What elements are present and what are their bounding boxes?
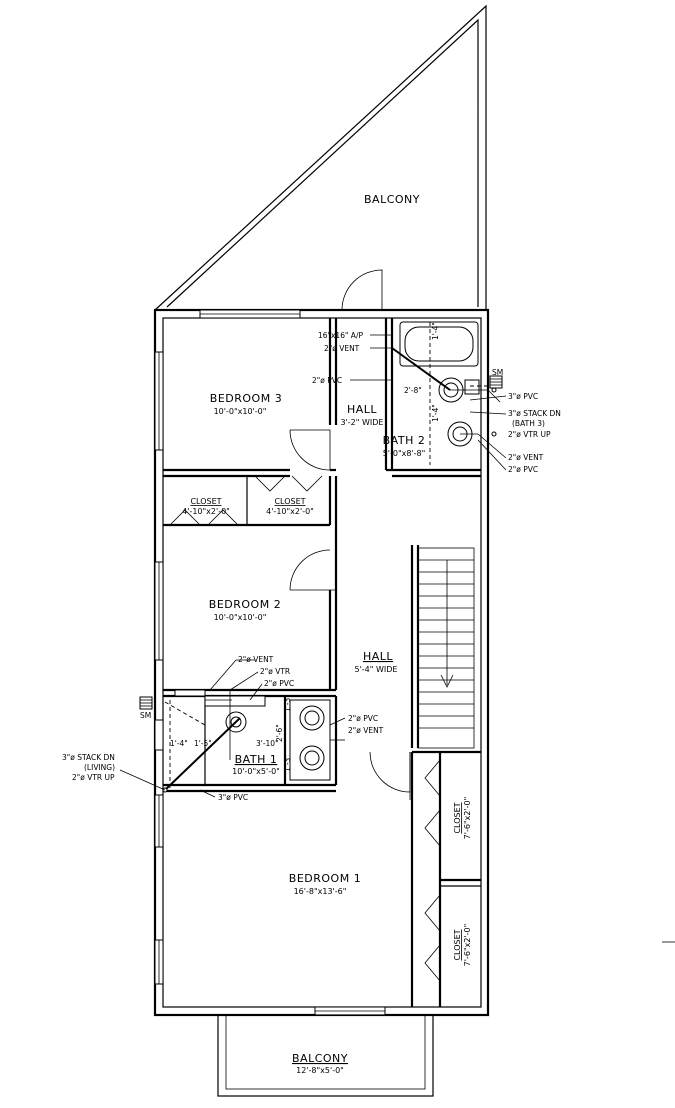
closet-d-label: CLOSET: [453, 929, 462, 960]
note-stack-bath3-2: (BATH 3): [512, 419, 545, 428]
bath2-plumbing: [391, 330, 501, 470]
bath2-size: 5'-0"x8'-8": [383, 449, 426, 458]
note-vent-b1: 2"ø VENT: [238, 655, 274, 664]
note-pvc3-b1: 3"ø PVC: [218, 793, 248, 802]
balcony-bottom-outline: [217, 1014, 434, 1097]
note-vtr-b1: 2"ø VTR: [260, 667, 290, 676]
dim-bath2-b: 1'-4": [431, 322, 440, 340]
balcony-top-outline: [154, 4, 487, 311]
hall-upper-size: 3'-2" WIDE: [341, 418, 384, 427]
dim-bath1-f: 1'-3": [283, 754, 292, 772]
bedroom2-label: BEDROOM 2: [209, 598, 281, 611]
stairs: [417, 547, 475, 749]
closet-d-size: 7'-6"x2'-0": [463, 924, 472, 967]
note-stack-bath3-3: 2"ø VTR UP: [508, 430, 551, 439]
closet-c-size: 7'-6"x2'-0": [463, 797, 472, 840]
bath1-plumbing: [162, 690, 345, 793]
bedroom3-label: BEDROOM 3: [210, 392, 282, 405]
left-windows: [154, 351, 164, 985]
dim-bath1-c: 3'-10": [256, 739, 279, 748]
dim-bath1-a: 1'-4": [170, 739, 188, 748]
bath1-size: 10'-0"x5'-0": [232, 767, 280, 776]
smoke-detector-right: [470, 375, 503, 389]
leader-lines: [119, 334, 507, 798]
note-stack-living-2: (LIVING): [84, 763, 115, 772]
note-sm-left: SM: [140, 711, 151, 720]
dim-bath1-d: 2'-6": [275, 724, 284, 742]
dim-bath1-e: 1'-3": [283, 694, 292, 712]
closet-c-label: CLOSET: [453, 802, 462, 833]
smoke-detector-left: [139, 696, 153, 710]
note-vent-top: 2"ø VENT: [324, 344, 360, 353]
note-pvc-top: 2"ø PVC: [312, 376, 342, 385]
bedroom1-size: 16'-8"x13'-6": [294, 887, 347, 896]
note-stack-living-1: 3"ø STACK DN: [62, 753, 115, 762]
bedroom2-size: 10'-0"x10'-0": [214, 613, 267, 622]
balcony-bottom-size: 12'-8"x5'-0": [296, 1066, 344, 1075]
hall-main-label: HALL: [363, 650, 393, 663]
balcony-bottom-label: BALCONY: [292, 1052, 348, 1065]
bottom-sliding-door: [314, 1006, 386, 1016]
note-ap: 16"x16" A/P: [318, 331, 363, 340]
dim-bath2-a: 2'-8": [404, 386, 422, 395]
closet-a-size: 4'-10"x2'-0": [182, 507, 230, 516]
hall-main-size: 5'-4" WIDE: [355, 665, 398, 674]
note-pvc-right: 2"ø PVC: [508, 465, 538, 474]
note-pvc-b1: 2"ø PVC: [264, 679, 294, 688]
note-vent-b1-sink: 2"ø VENT: [348, 726, 384, 735]
note-pvc3-right: 3"ø PVC: [508, 392, 538, 401]
dim-bath2-c: 1'-4": [431, 404, 440, 422]
closet-doors: [169, 475, 441, 982]
hall-upper-label: HALL: [347, 403, 377, 416]
top-openings: [199, 269, 432, 319]
bedroom1-label: BEDROOM 1: [289, 872, 361, 885]
bath2-fixtures: [399, 321, 480, 465]
note-stack-bath3-1: 3"ø STACK DN: [508, 409, 561, 418]
closet-b-label: CLOSET: [274, 497, 305, 506]
closet-b-size: 4'-10"x2'-0": [266, 507, 314, 516]
bath1-label: BATH 1: [235, 753, 278, 766]
bedroom3-size: 10'-0"x10'-0": [214, 407, 267, 416]
dim-bath1-b: 1'-5": [194, 739, 212, 748]
balcony-top-label: BALCONY: [364, 193, 420, 206]
note-stack-living-3: 2"ø VTR UP: [72, 773, 115, 782]
bath2-label: BATH 2: [383, 434, 426, 447]
note-sm-right: SM: [492, 368, 503, 377]
note-vent-right: 2"ø VENT: [508, 453, 544, 462]
closet-a-label: CLOSET: [190, 497, 221, 506]
note-pvc-b1-sink: 2"ø PVC: [348, 714, 378, 723]
